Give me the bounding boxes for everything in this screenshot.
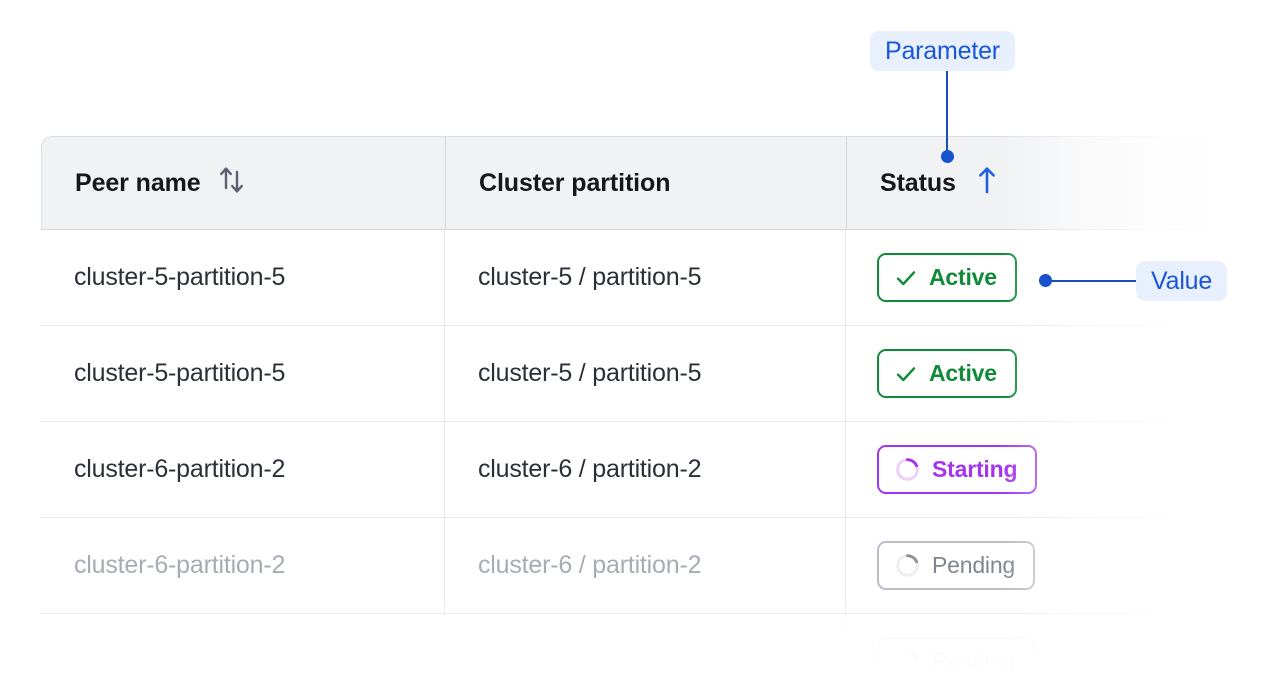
spinner-icon bbox=[894, 456, 921, 483]
cell-status: Pending bbox=[846, 614, 1266, 688]
cell-cluster-partition: cluster-6 / partition-2 bbox=[445, 422, 846, 517]
annotation-value-dot bbox=[1039, 274, 1052, 287]
column-header-peer-name[interactable]: Peer name bbox=[42, 137, 446, 229]
cell-status: Active bbox=[846, 230, 1266, 325]
table-body: cluster-5-partition-5 cluster-5 / partit… bbox=[41, 230, 1272, 688]
column-header-label: Peer name bbox=[75, 168, 201, 197]
cell-peer-name: cluster-6-partition-2 bbox=[41, 422, 445, 517]
cell-cluster-partition: cluster-5 / partition-5 bbox=[445, 326, 846, 421]
cell-cluster-partition: cluster-6 / partition-2 bbox=[445, 518, 846, 613]
status-badge-label: Starting bbox=[932, 456, 1018, 482]
status-badge-label: Pending bbox=[932, 648, 1016, 674]
sort-both-icon[interactable] bbox=[217, 164, 247, 203]
table-row[interactable]: cluster-6-partition-2 cluster-6 / partit… bbox=[41, 518, 1272, 614]
column-header-status[interactable]: Status bbox=[847, 137, 1267, 229]
column-header-label: Status bbox=[880, 168, 956, 197]
annotation-value-label: Value bbox=[1136, 261, 1228, 301]
table-header-row: Peer name Cluster partition Status bbox=[41, 136, 1272, 230]
status-badge-label: Active bbox=[929, 360, 997, 386]
cell-cluster-partition: cluster-5 / partition-5 bbox=[445, 230, 846, 325]
sort-up-icon[interactable] bbox=[972, 164, 1002, 203]
cell-status: Pending bbox=[846, 518, 1266, 613]
cell-peer-name: cluster-6-partition-2 bbox=[41, 518, 445, 613]
spinner-icon bbox=[894, 648, 921, 675]
annotation-parameter-connector bbox=[946, 71, 948, 158]
annotation-parameter-label: Parameter bbox=[870, 31, 1015, 71]
annotation-parameter-dot bbox=[941, 150, 954, 163]
status-badge-pending: Pending bbox=[877, 637, 1036, 686]
spinner-icon bbox=[894, 552, 921, 579]
table-row[interactable]: cluster-5-partition-5 cluster-5 / partit… bbox=[41, 230, 1272, 326]
column-header-label: Cluster partition bbox=[479, 168, 671, 197]
table-row[interactable]: cluster-6-partition-2 cluster-6 / partit… bbox=[41, 422, 1272, 518]
table-row[interactable]: Pending bbox=[41, 614, 1272, 688]
table-row[interactable]: cluster-5-partition-5 cluster-5 / partit… bbox=[41, 326, 1272, 422]
annotation-value-connector bbox=[1047, 280, 1139, 282]
column-header-cluster-partition[interactable]: Cluster partition bbox=[446, 137, 847, 229]
cell-peer-name: cluster-5-partition-5 bbox=[41, 230, 445, 325]
cell-status: Active bbox=[846, 326, 1266, 421]
check-icon bbox=[894, 266, 918, 290]
status-badge-label: Active bbox=[929, 264, 997, 290]
cell-cluster-partition bbox=[445, 614, 846, 688]
check-icon bbox=[894, 362, 918, 386]
peers-table: Peer name Cluster partition Status bbox=[41, 136, 1272, 688]
status-badge-active: Active bbox=[877, 349, 1017, 398]
status-badge-active: Active bbox=[877, 253, 1017, 302]
status-badge-starting: Starting bbox=[877, 445, 1038, 494]
cell-peer-name: cluster-5-partition-5 bbox=[41, 326, 445, 421]
status-badge-pending: Pending bbox=[877, 541, 1036, 590]
cell-peer-name bbox=[41, 614, 445, 688]
status-badge-label: Pending bbox=[932, 552, 1016, 578]
cell-status: Starting bbox=[846, 422, 1266, 517]
